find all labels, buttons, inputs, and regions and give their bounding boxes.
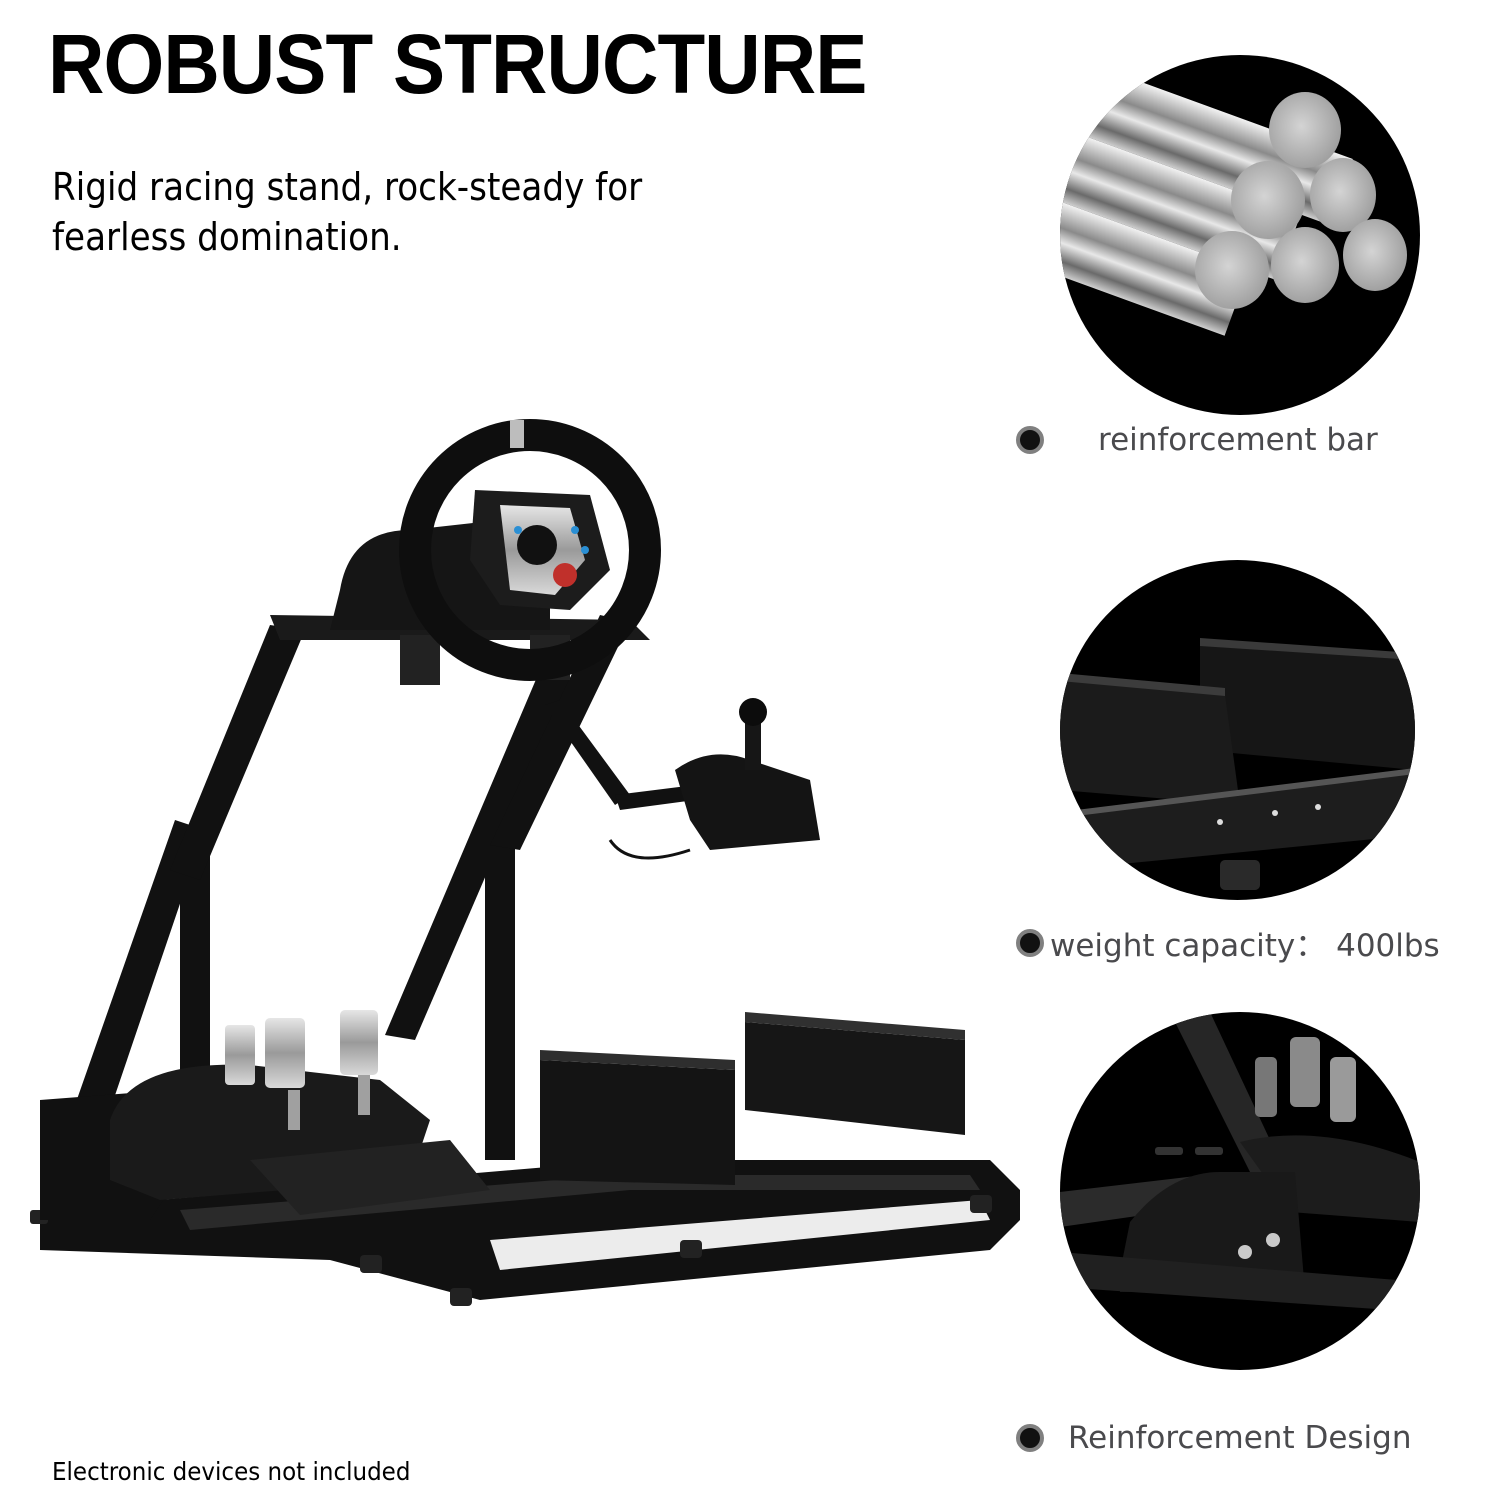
- pedals: [110, 1010, 490, 1215]
- right-tower: [385, 615, 630, 1160]
- feature-item-reinforcement-bar: reinforcement bar: [1016, 422, 1378, 458]
- steel-bars-icon: [1060, 55, 1407, 336]
- feature-label: weight capacity： 400lbs: [1050, 928, 1440, 964]
- racing-stand-product-image: [30, 400, 1030, 1400]
- steering-wheel: [399, 419, 661, 681]
- page-title: ROBUST STRUCTURE: [48, 17, 867, 111]
- page-subtitle: Rigid racing stand, rock-steady for fear…: [52, 165, 643, 259]
- pedal-frame-icon: [1060, 1012, 1420, 1312]
- bullet-icon: [1016, 928, 1044, 957]
- feature-image-reinforcement-design: [1060, 1012, 1420, 1370]
- disclaimer-footnote: Electronic devices not included: [52, 1457, 411, 1486]
- seat-brackets: [540, 1012, 965, 1185]
- seat-bracket-icon: [1060, 638, 1415, 890]
- feature-item-weight-capacity: weight capacity： 400lbs: [1016, 920, 1440, 965]
- feature-image-reinforcement-bar: [1060, 55, 1420, 415]
- bullet-icon: [1016, 426, 1044, 454]
- feature-label: reinforcement bar: [1098, 422, 1378, 458]
- bullet-icon: [1016, 1424, 1044, 1452]
- feature-label: Reinforcement Design: [1068, 1420, 1412, 1456]
- feature-item-reinforcement-design: Reinforcement Design: [1016, 1420, 1412, 1456]
- gear-shifter: [545, 698, 820, 860]
- feature-image-weight-capacity: [1060, 560, 1415, 900]
